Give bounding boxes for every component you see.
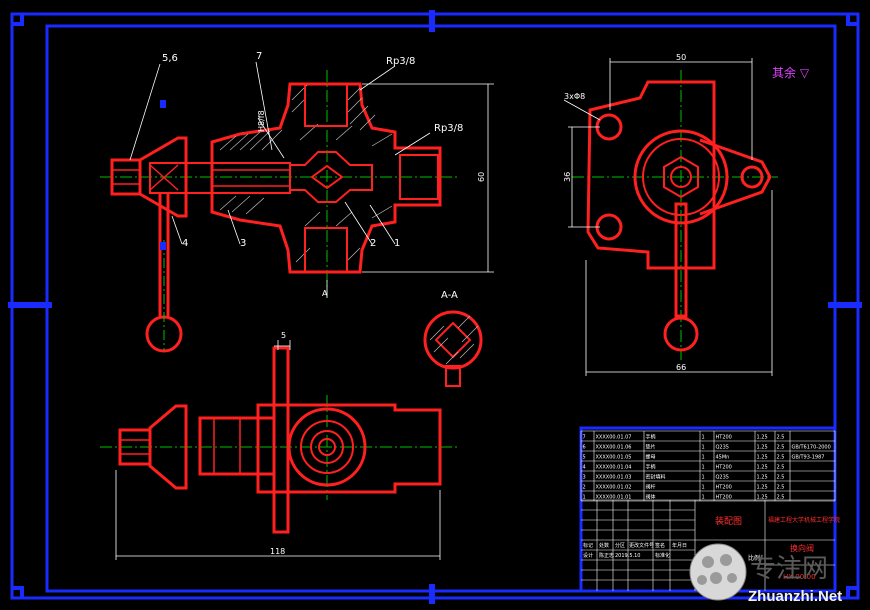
tb-header-sign: 签名 [655,542,665,549]
tb-designer-name: 陈正忠 [599,552,614,559]
parts-list-cell-qty: 1 [702,495,705,501]
balloon-7: 7 [256,51,262,62]
parts-list-cell-no: 7 [583,435,586,441]
parts-list-cell-mat: HT200 [716,465,732,471]
dimension-height: 60 [477,172,486,182]
parts-list-cell-std: GB/T93-1987 [792,455,825,461]
parts-list-cell-name: 密封填料 [646,474,666,481]
watermark-cn: 专注网 [750,554,828,584]
parts-list-cell-code: XXXX00.01.02 [596,485,632,491]
parts-list-cell-w2: 2.5 [777,465,785,471]
balloon-5-6: 5,6 [162,53,178,64]
tb-header-mark: 标记 [583,542,593,549]
parts-list-cell-std: GB/T6170-2000 [792,445,831,451]
parts-list-cell-mat: Q235 [716,445,729,451]
parts-list-cell-w2: 2.5 [777,435,785,441]
parts-list-cell-qty: 1 [702,445,705,451]
parts-list-cell-name: 手柄 [646,464,656,471]
thread-label-top: Rp3/8 [386,56,415,67]
tb-school: 福建工程大学机械工程学院 [768,516,840,524]
dimension-side: 36 [563,172,572,182]
balloon-1: 1 [394,238,400,249]
tb-designer-label: 设计 [583,552,593,559]
section-label: A-A [441,290,458,301]
parts-list-cell-mat: HT200 [716,485,732,491]
parts-list-cell-qty: 1 [702,455,705,461]
parts-list-cell-no: 5 [583,455,586,461]
parts-list-cell-qty: 1 [702,475,705,481]
dimension-handle: 5 [281,331,286,340]
parts-list-cell-no: 3 [583,475,586,481]
parts-list-cell-qty: 1 [702,485,705,491]
thread-label-side: Rp3/8 [434,123,463,134]
parts-list-cell-w1: 1.25 [757,445,768,451]
section-a-a: A-A A [322,289,483,387]
tb-designer-date: 2019.5.10 [615,553,640,559]
parts-list-cell-qty: 1 [702,465,705,471]
balloon-2: 2 [370,238,376,249]
parts-list-cell-qty: 1 [702,435,705,441]
parts-list-cell-no: 6 [583,445,586,451]
parts-list-cell-code: XXXX00.01.07 [596,435,632,441]
parts-list-cell-w2: 2.5 [777,475,785,481]
parts-list-cell-w2: 2.5 [777,445,785,451]
surface-roughness-note: 其余 ▽ [772,65,810,80]
top-view: 118 5 [100,331,460,560]
tb-standardization: 标准化 [655,552,670,559]
watermark: 专注网 Zhuanzhi.Net [689,543,842,605]
parts-list-cell-code: XXXX00.01.05 [596,455,632,461]
front-section-view: 5,6 7 Rp3/8 Rp3/8 4 3 2 1 H8/f8 60 [100,51,494,353]
parts-list-cell-w2: 2.5 [777,495,785,501]
parts-list-cell-w2: 2.5 [777,485,785,491]
dimension-holes: 3xΦ8 [564,92,585,101]
tb-header-change: 更改文件号 [629,542,654,549]
fit-annotation: H8/f8 [257,110,266,132]
parts-list-cell-w1: 1.25 [757,495,768,501]
parts-list-cell-name: 阀体 [646,494,656,501]
parts-list-cell-code: XXXX00.01.06 [596,445,632,451]
dimension-length: 118 [270,547,285,556]
tb-scale-label: 比例 [748,554,760,562]
side-view: 50 3xΦ8 36 66 其余 ▽ [563,53,810,376]
tb-header-zone: 分区 [615,542,625,549]
parts-list-cell-code: XXXX00.01.01 [596,495,632,501]
tb-header-count: 处数 [599,542,609,549]
watermark-logo-icon [689,543,747,601]
drawing-border [8,10,862,604]
parts-list-cell-mat: HT200 [716,495,732,501]
dimension-bottom-width: 66 [676,363,686,372]
tb-drawing-title: 装配图 [715,515,742,527]
parts-list-cell-w1: 1.25 [757,455,768,461]
tb-part-name: 换向阀 [790,543,814,553]
parts-list-cell-mat: Q235 [716,475,729,481]
tb-drawing-number: HX-00-00 [783,573,816,581]
parts-list-cell-name: 手柄 [646,434,656,441]
parts-list-cell-code: XXXX00.01.03 [596,475,632,481]
parts-list-cell-no: 1 [583,495,586,501]
parts-list-cell-w1: 1.25 [757,435,768,441]
tb-header-date: 年月日 [672,542,687,549]
parts-list-cell-no: 2 [583,485,586,491]
balloon-3: 3 [240,238,246,249]
watermark-en: Zhuanzhi.Net [748,588,842,605]
parts-list-cell-no: 4 [583,465,586,471]
parts-list-cell-w1: 1.25 [757,475,768,481]
parts-list-cell-name: 阀杆 [646,484,656,491]
parts-list-cell-mat: 45Mn [716,455,730,461]
parts-list-cell-w1: 1.25 [757,485,768,491]
section-mark: A [322,289,328,298]
dimension-top-width: 50 [676,53,686,62]
parts-list-cell-code: XXXX00.01.04 [596,465,632,471]
balloon-4: 4 [182,238,188,249]
parts-list-cell-w2: 2.5 [777,455,785,461]
parts-list-cell-w1: 1.25 [757,465,768,471]
parts-list-cell-name: 螺母 [646,454,656,461]
parts-list-cell-mat: HT200 [716,435,732,441]
parts-list-cell-name: 垫片 [646,444,656,451]
